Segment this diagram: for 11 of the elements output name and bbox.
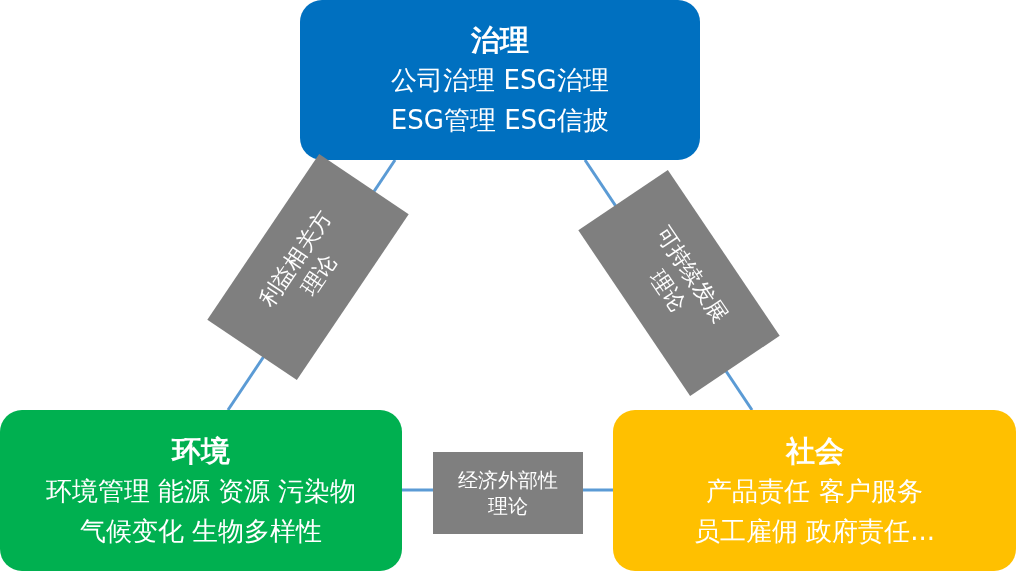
box-text: 产品责任 客户服务员工雇佣 政府责任... [693, 474, 936, 548]
category-box [300, 0, 700, 160]
box-heading: 环境 [172, 432, 230, 470]
category-box [0, 410, 402, 571]
edge-label: 可持续发展理论 [577, 169, 780, 397]
box-text: 环境管理 能源 资源 污染物气候变化 生物多样性 [45, 474, 357, 548]
box-text: 公司治理 ESG治理 ESG管理 ESG信披 [390, 64, 610, 137]
category-box [613, 410, 1016, 571]
box-heading: 治理 [471, 22, 529, 59]
edge-label: 经济外部性理论 [432, 452, 583, 534]
box-heading: 社会 [785, 432, 844, 470]
